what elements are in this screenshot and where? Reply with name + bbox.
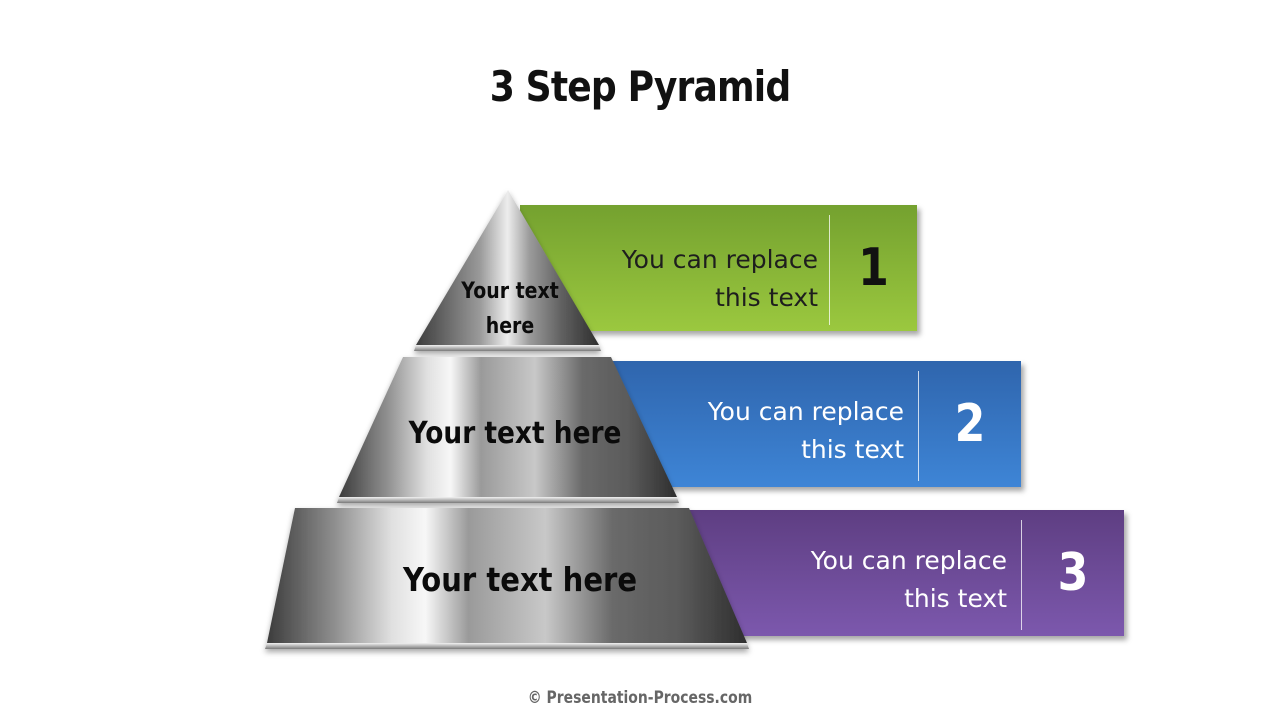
step-bar-3: You can replace this text 3 — [685, 510, 1124, 636]
step-3-text: You can replace this text — [810, 546, 1007, 613]
pyramid-tier-3-label: Your text here — [402, 560, 638, 599]
pyramid-tier-1 — [416, 190, 599, 345]
step-2-text: You can replace this text — [707, 397, 904, 464]
page-title: 3 Step Pyramid — [489, 62, 791, 111]
step-2-number: 2 — [954, 394, 986, 454]
pyramid-tier-3 — [267, 508, 747, 643]
pyramid-tier-1-label: Your text here — [461, 279, 559, 339]
step-3-number: 3 — [1057, 543, 1089, 603]
step-bar-1: You can replace this text 1 — [520, 205, 917, 331]
pyramid-tier-2 — [339, 357, 677, 497]
step-1-number: 1 — [858, 238, 889, 298]
pyramid-tier-2-label: Your text here — [408, 416, 622, 451]
step-bar-2: You can replace this text 2 — [600, 361, 1021, 487]
step-1-divider — [829, 215, 830, 325]
step-3-divider — [1021, 520, 1022, 630]
step-2-divider — [918, 371, 919, 481]
copyright-footer: © Presentation-Process.com — [527, 688, 753, 708]
step-1-text: You can replace this text — [621, 245, 818, 312]
